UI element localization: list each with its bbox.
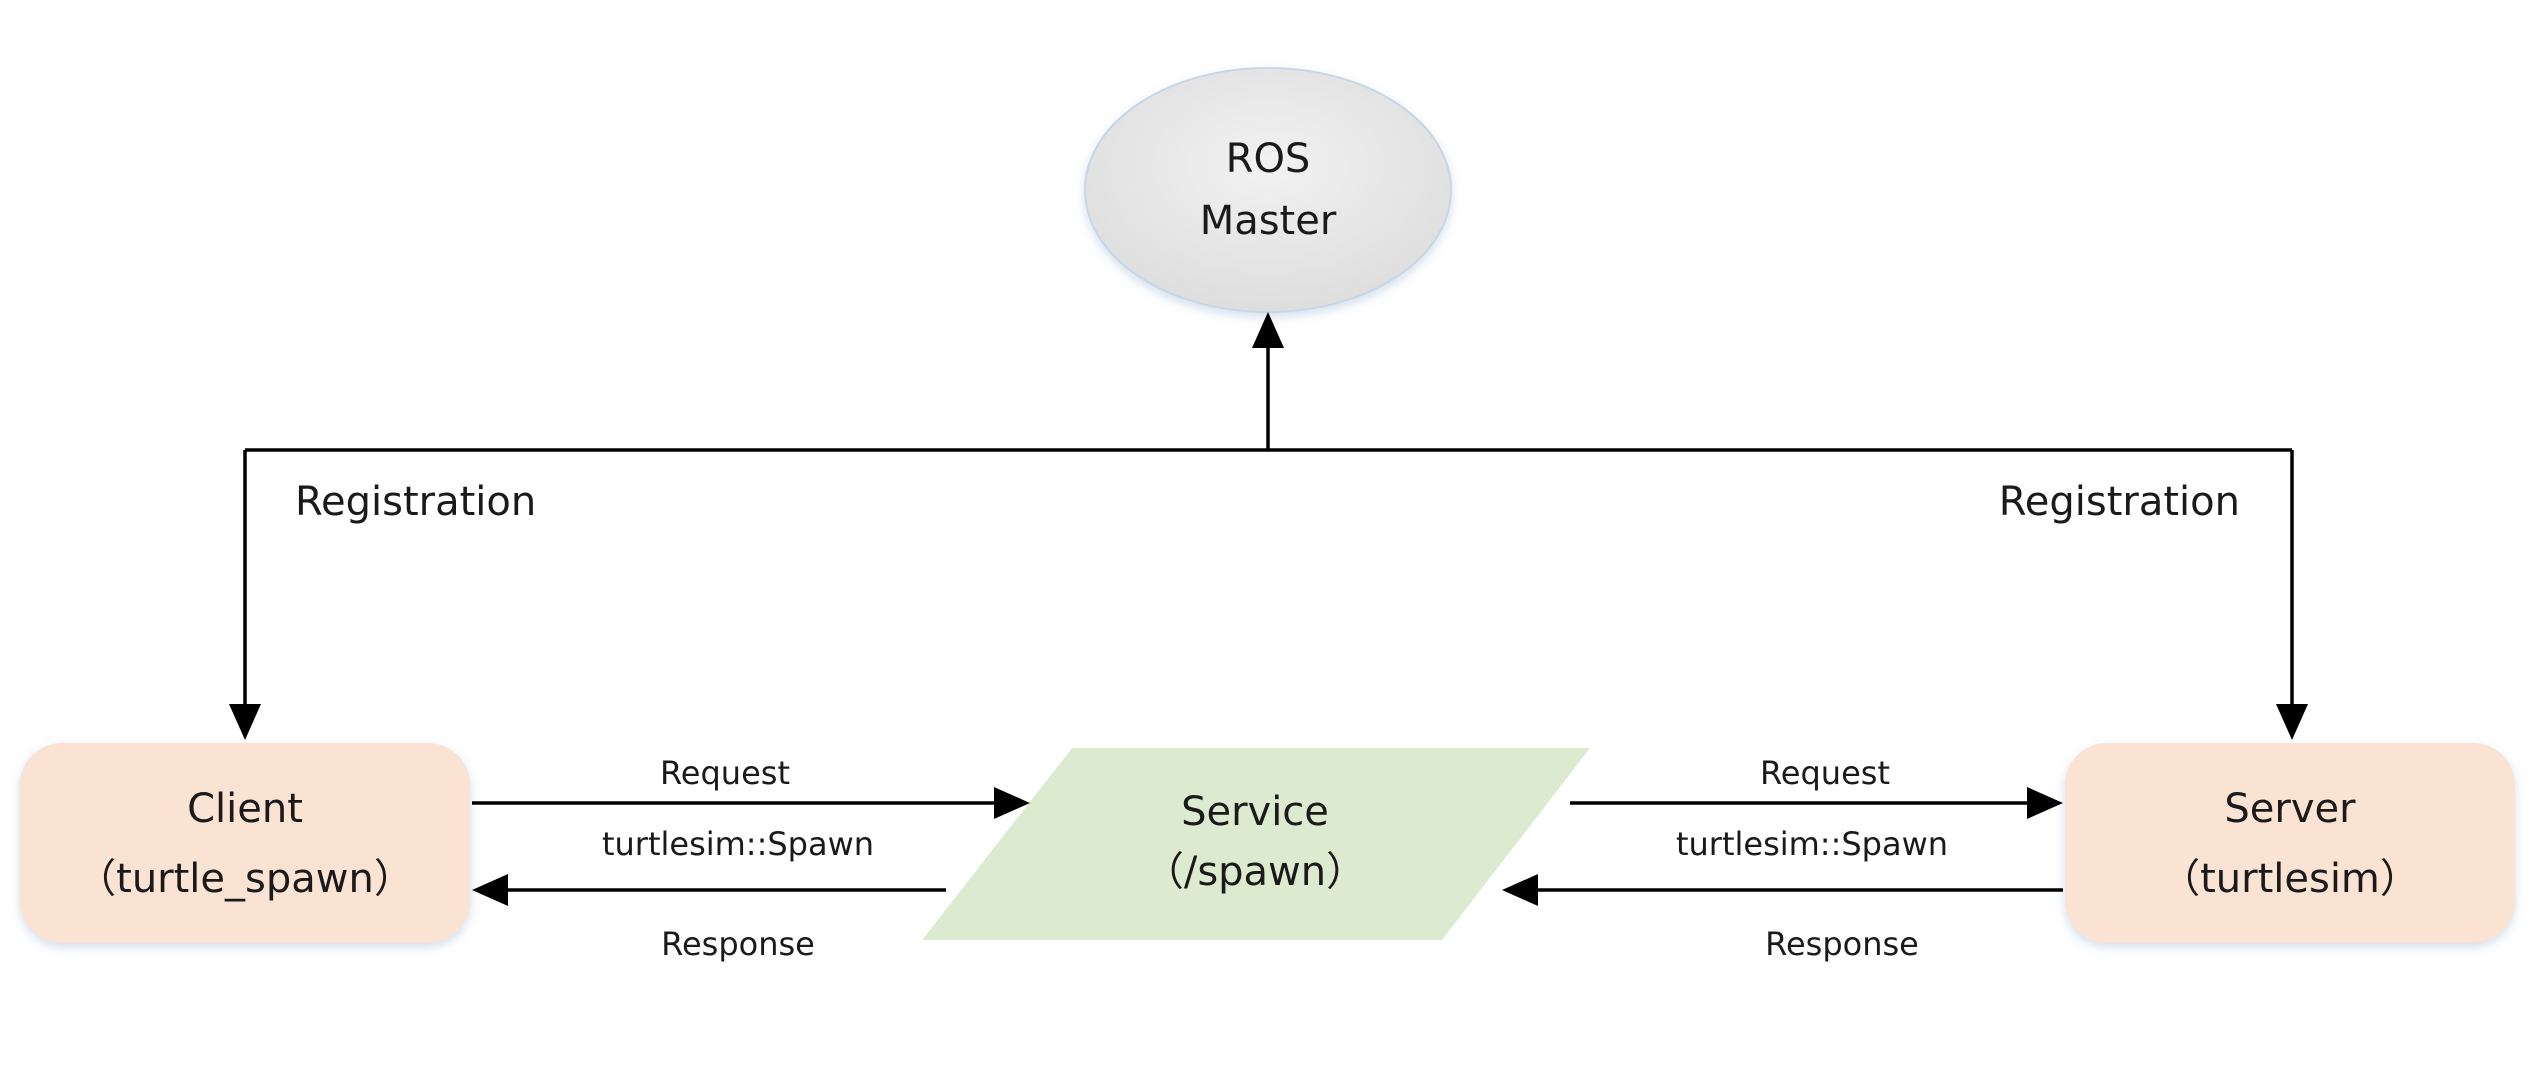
client-label-line2: （turtle_spawn）: [76, 856, 414, 902]
ros-master-label-line2: Master: [1200, 198, 1337, 244]
ros-master-shape: [1084, 67, 1452, 313]
right-request-label: Request: [1760, 754, 1890, 792]
right-type-label: turtlesim::Spawn: [1676, 825, 1948, 863]
left-request-label: Request: [660, 754, 790, 792]
arrowhead-to-master: [1252, 312, 1284, 348]
registration-label-right: Registration: [1999, 479, 2240, 525]
server-response-arrowhead: [1502, 874, 1538, 906]
service-node: Service （/spawn）: [922, 748, 1590, 940]
registration-label-left: Registration: [295, 479, 536, 525]
left-type-label: turtlesim::Spawn: [602, 825, 874, 863]
client-label-line1: Client: [187, 786, 303, 832]
client-service-link: Request turtlesim::Spawn Response: [472, 754, 1030, 963]
service-label-line1: Service: [1181, 789, 1329, 835]
ros-master-label-line1: ROS: [1226, 136, 1311, 182]
left-response-label: Response: [661, 925, 815, 963]
client-shape: [20, 743, 470, 943]
service-shape: [922, 748, 1590, 940]
server-request-arrowhead: [2027, 787, 2063, 819]
client-node: Client （turtle_spawn）: [20, 743, 470, 943]
service-server-link: Request turtlesim::Spawn Response: [1502, 754, 2063, 963]
server-node: Server （turtlesim）: [2065, 743, 2515, 943]
registration-connector: [243, 348, 2294, 708]
client-response-arrowhead: [472, 874, 508, 906]
right-response-label: Response: [1765, 925, 1919, 963]
client-request-arrowhead: [994, 787, 1030, 819]
arrowhead-to-server: [2276, 704, 2308, 740]
arrowhead-to-client: [229, 704, 261, 740]
service-label-line2: （/spawn）: [1144, 849, 1366, 895]
server-label-line2: （turtlesim）: [2160, 856, 2420, 902]
server-shape: [2065, 743, 2515, 943]
server-label-line1: Server: [2224, 786, 2356, 832]
ros-master-node: ROS Master: [1084, 67, 1452, 313]
